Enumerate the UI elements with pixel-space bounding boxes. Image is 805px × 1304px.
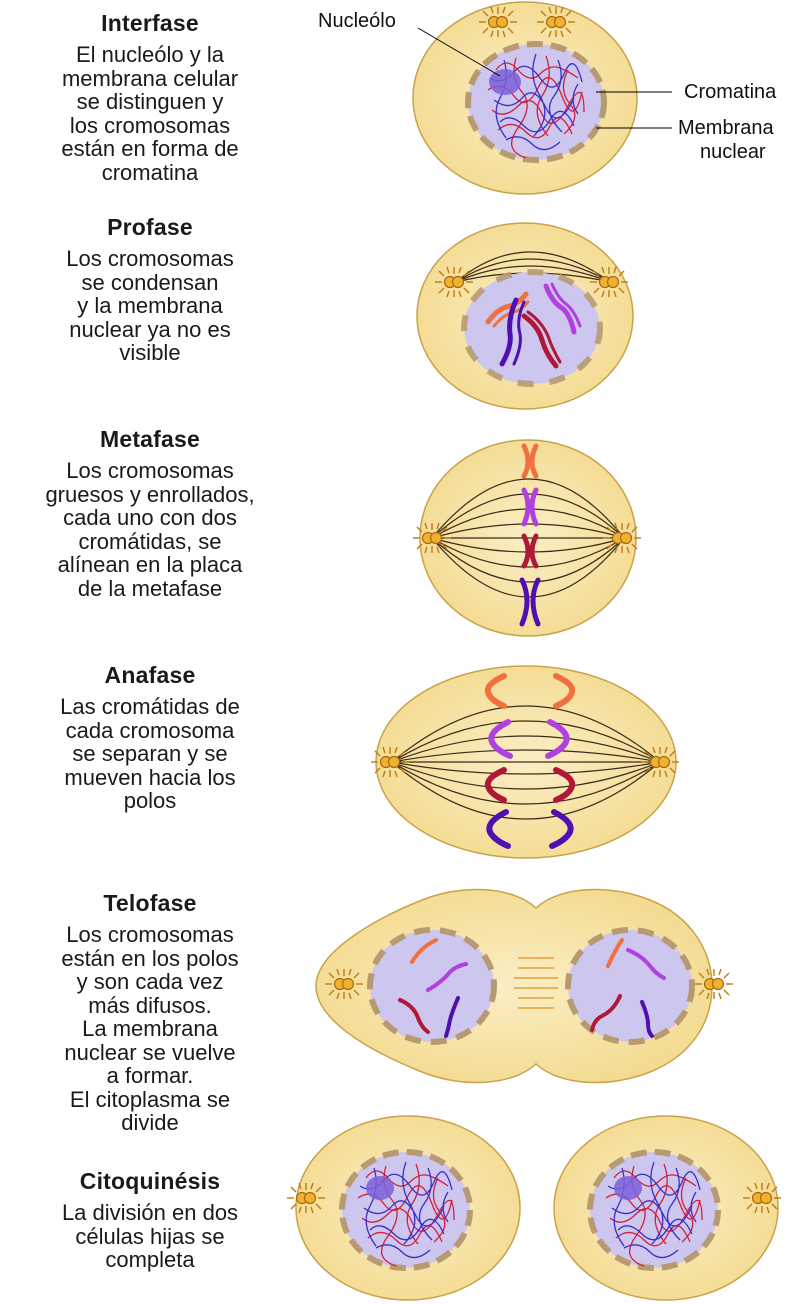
cell-citoquinesis-left [287, 1116, 520, 1300]
label-nucleolo: Nucleólo [318, 10, 396, 32]
cell-profase [417, 223, 633, 409]
cell-telofase [316, 890, 733, 1083]
label-membrana-1: Membrana [678, 117, 774, 139]
label-cromatina: Cromatina [684, 81, 777, 103]
cell-metafase [413, 440, 641, 636]
cell-interfase [413, 2, 672, 194]
nucleolus [366, 1176, 394, 1200]
cell-citoquinesis-right [554, 1116, 781, 1300]
cell-anafase [371, 666, 679, 858]
nucleolus [614, 1176, 642, 1200]
label-membrana-2: nuclear [700, 141, 766, 163]
